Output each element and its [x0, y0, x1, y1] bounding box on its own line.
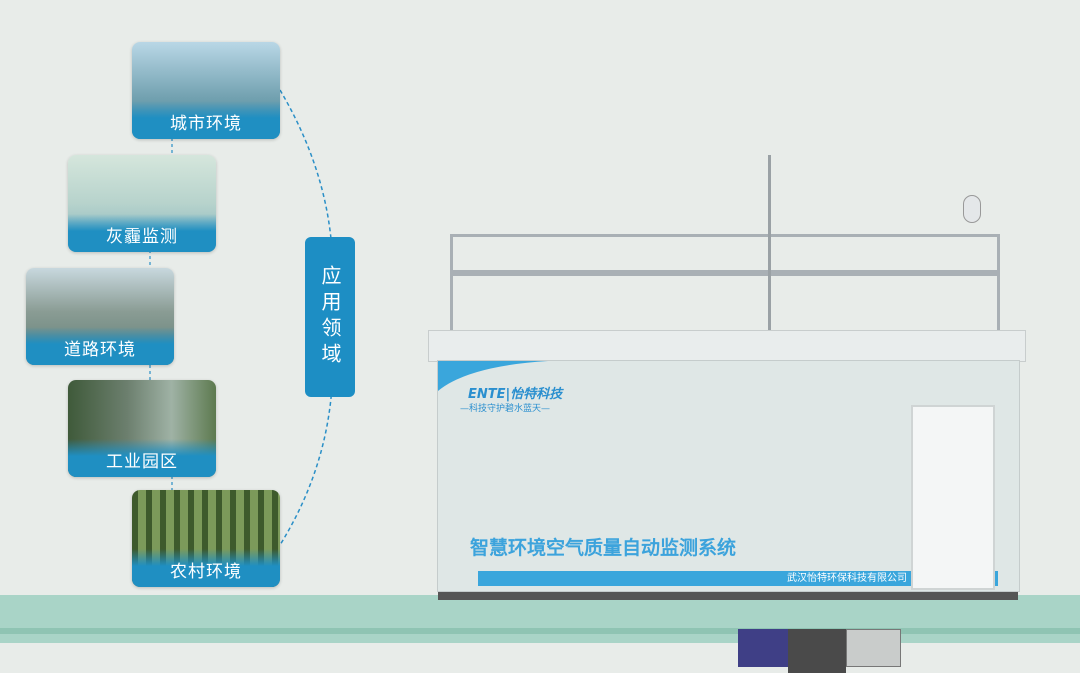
monitoring-station: ENTE|怡特科技 —科技守护碧水蓝天— 智慧环境空气质量自动监测系统 武汉怡特… [428, 150, 1028, 673]
weather-mast [768, 155, 771, 330]
system-title: 智慧环境空气质量自动监测系统 [470, 537, 737, 559]
camera [963, 195, 981, 223]
card-haze-monitoring: 灰霾监测 [68, 155, 216, 252]
card-city-environment: 城市环境 [132, 42, 280, 139]
info-plaque [846, 629, 901, 667]
station-roof [428, 330, 1026, 362]
brand-logo: ENTE|怡特科技 [468, 387, 563, 402]
company-name: 武汉怡特环保科技有限公司 [787, 573, 907, 584]
card-label: 农村环境 [132, 549, 280, 587]
info-plaque [788, 629, 846, 673]
card-label: 道路环境 [26, 327, 174, 365]
blue-stripe [478, 571, 998, 586]
card-industrial-park: 工业园区 [68, 380, 216, 477]
station-door [911, 405, 995, 590]
connector-arc [149, 89, 334, 546]
info-plaque [738, 629, 788, 667]
card-road-environment: 道路环境 [26, 268, 174, 365]
ground-line [0, 628, 1080, 634]
station-base [438, 592, 1018, 600]
card-rural-environment: 农村环境 [132, 490, 280, 587]
brand-slogan: —科技守护碧水蓝天— [460, 404, 551, 414]
application-fields-label: 应用领域 [305, 237, 355, 397]
roof-railing [450, 234, 1000, 330]
card-label: 工业园区 [68, 439, 216, 477]
card-label: 灰霾监测 [68, 214, 216, 252]
card-label: 城市环境 [132, 101, 280, 139]
corner-swoosh [438, 361, 548, 391]
railing-bar [450, 270, 1000, 276]
